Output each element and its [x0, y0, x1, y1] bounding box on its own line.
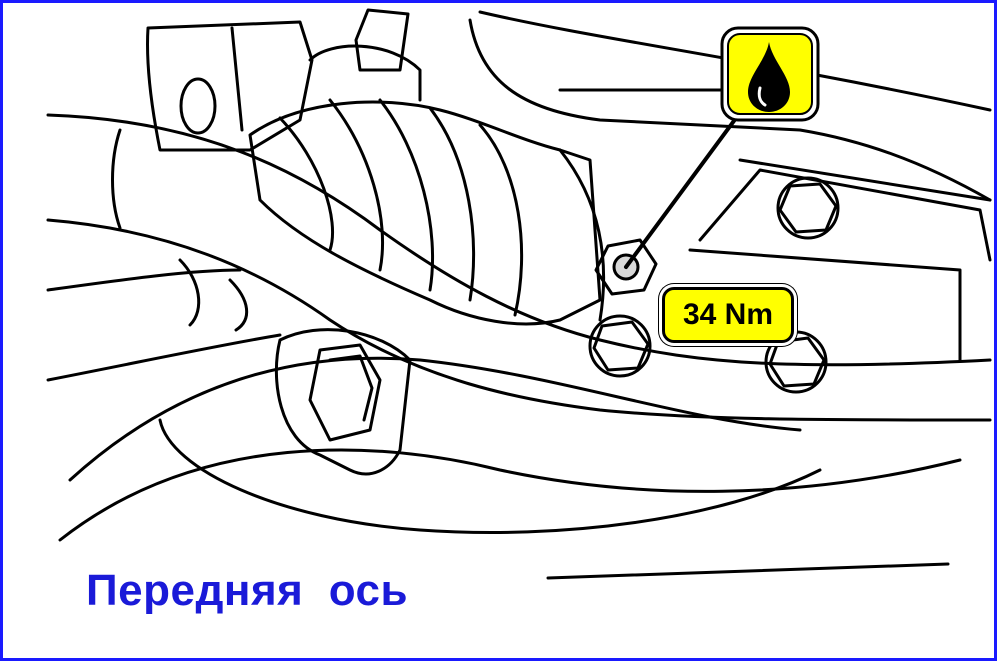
middle-right-bolt — [764, 330, 828, 394]
bracket-hole — [179, 77, 217, 135]
axle-caption: Передняя ось — [86, 566, 409, 615]
drive-boot — [248, 100, 602, 326]
torque-spec-label: 34 Nm — [662, 287, 794, 343]
mount-bracket — [146, 20, 314, 152]
clamp-body — [274, 328, 412, 476]
lower-arm — [46, 268, 242, 292]
middle-left-bolt — [588, 314, 652, 378]
housing-outline — [478, 10, 992, 112]
upper-right-bolt — [776, 176, 840, 240]
oil-callout — [720, 26, 820, 122]
clamp-bolt-head — [308, 343, 382, 442]
oil-leader-line — [624, 108, 744, 269]
stabilizer-bar — [46, 113, 992, 367]
